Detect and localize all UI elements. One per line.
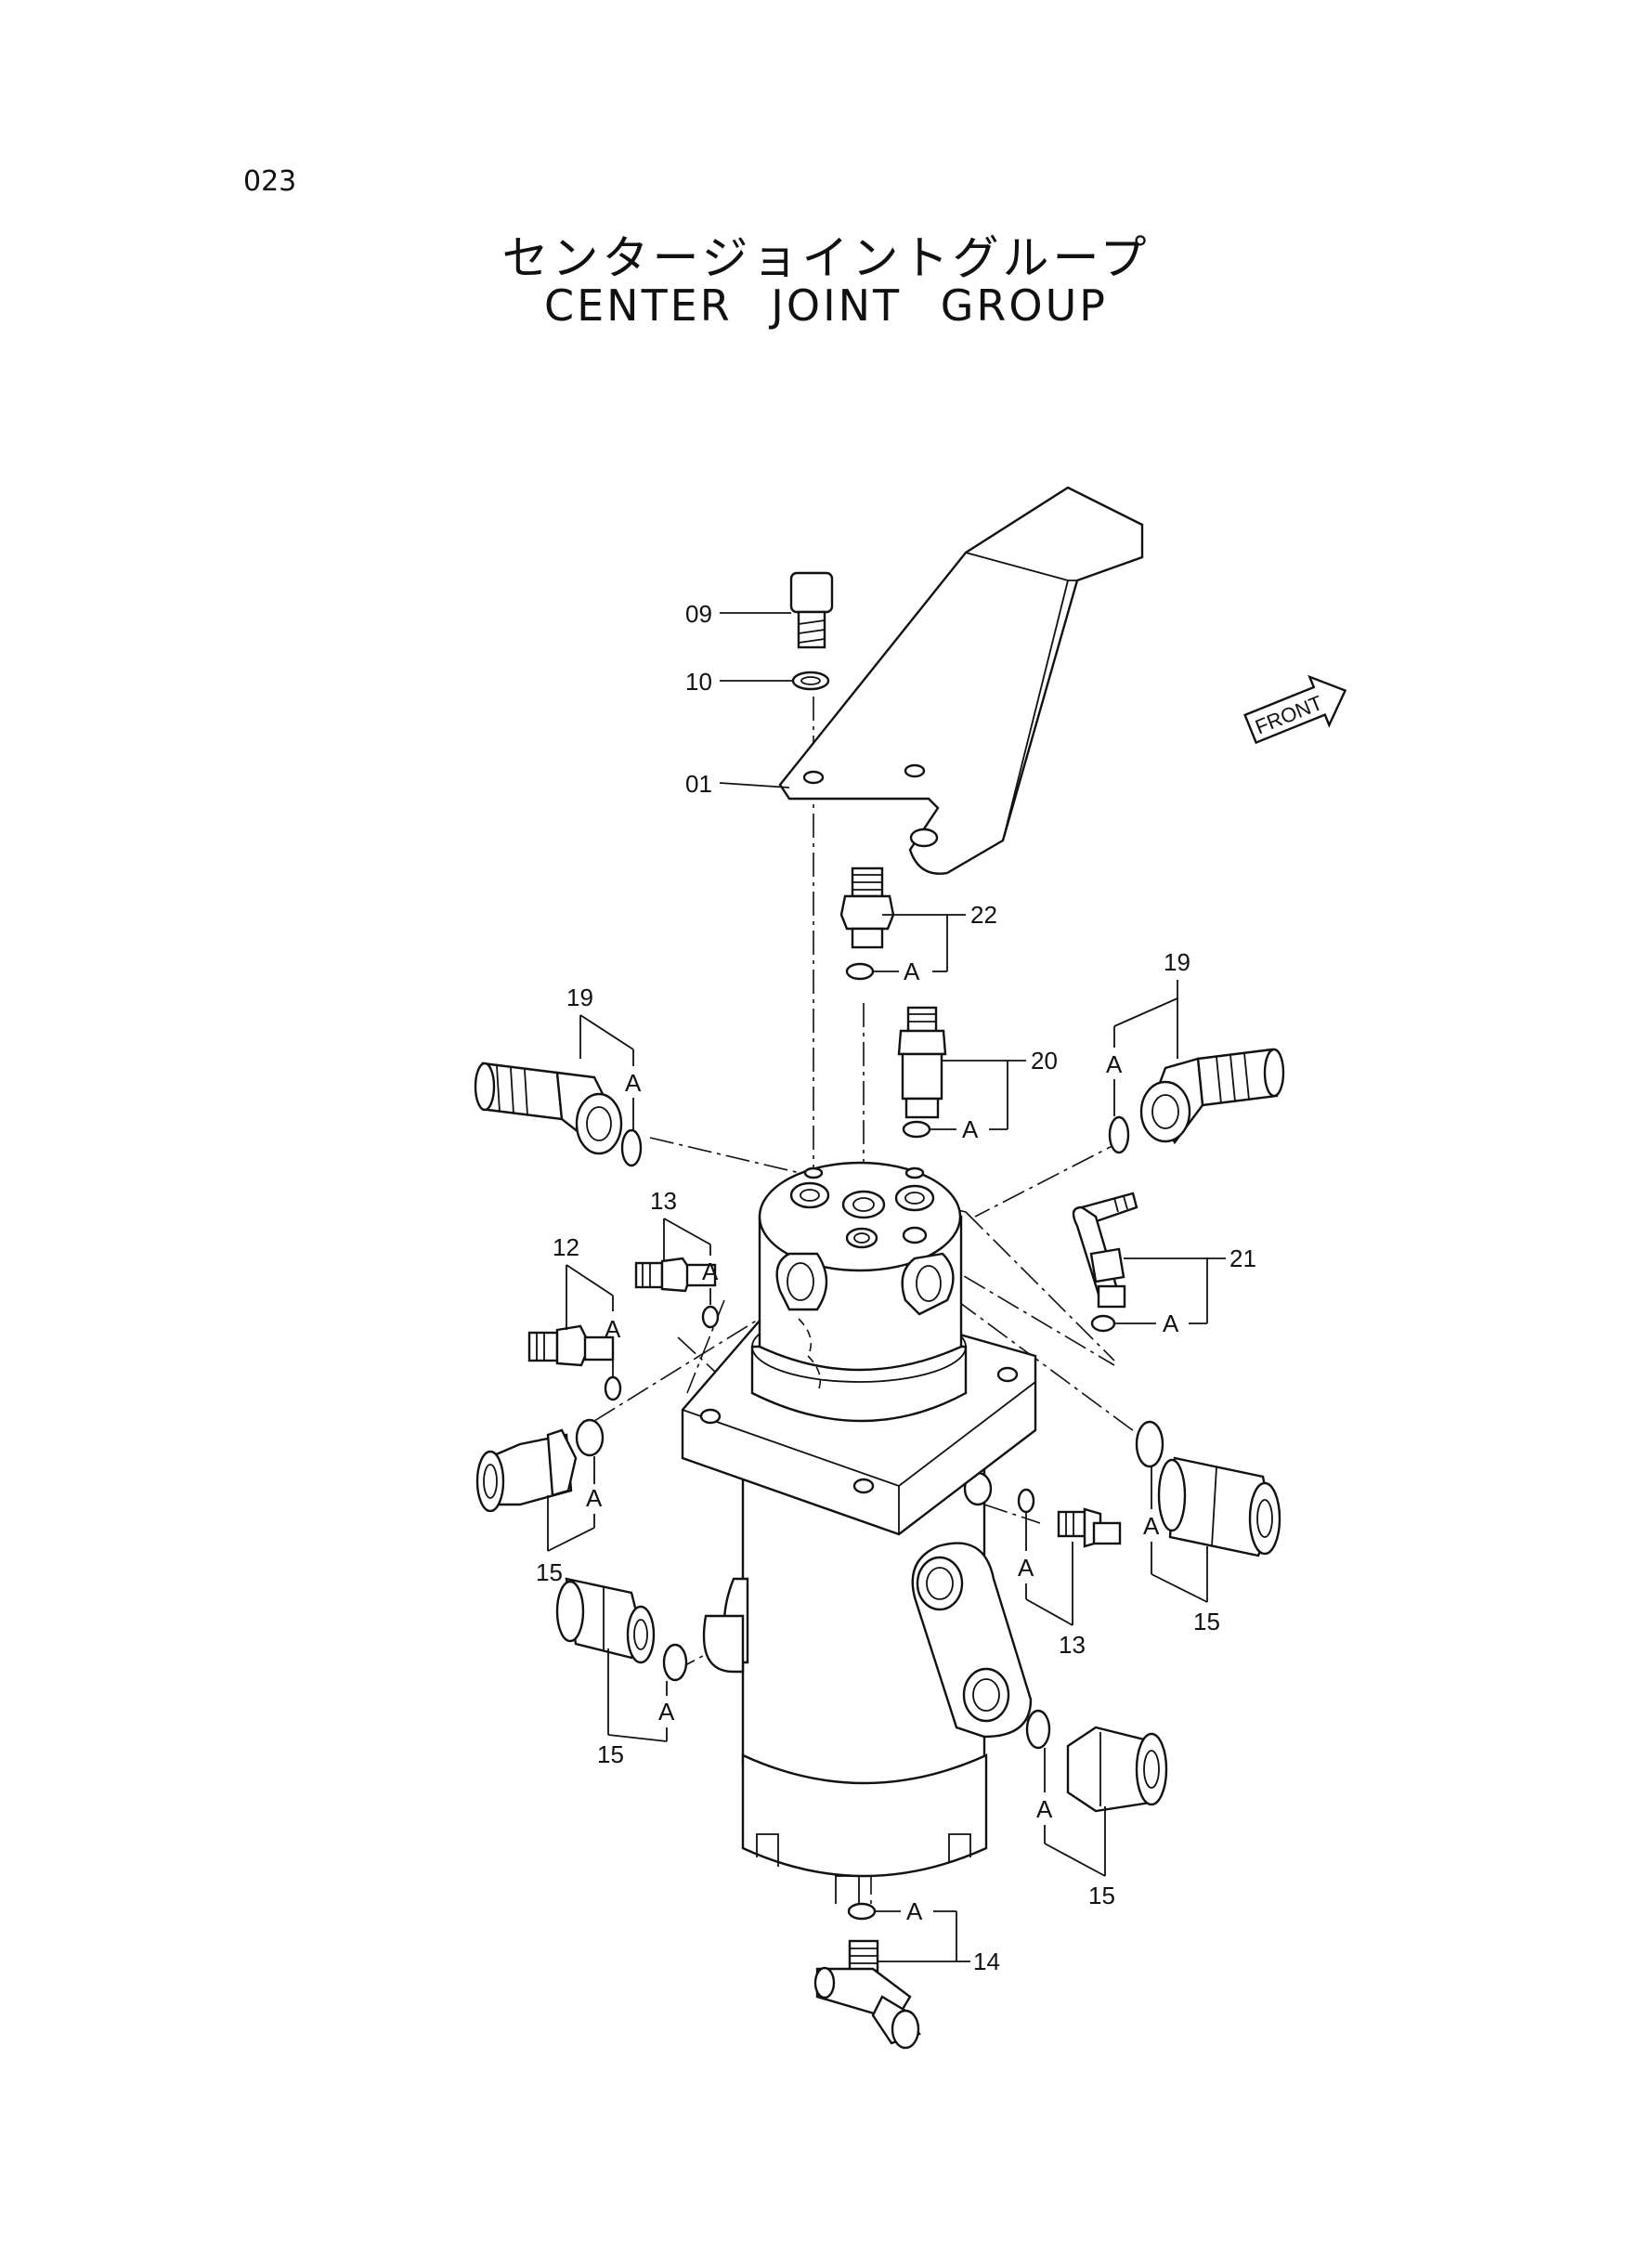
o-ring (604, 1375, 622, 1401)
callout-label: 10 (685, 668, 712, 696)
callout-label: 14 (973, 1948, 1000, 1975)
o-ring (575, 1418, 605, 1457)
seal-marker-a: A (1106, 1050, 1123, 1078)
bracket (778, 486, 1144, 875)
o-ring (902, 1120, 931, 1139)
elbow-fitting-right (1139, 1048, 1285, 1145)
callout-label: 20 (1031, 1047, 1058, 1075)
seal-marker-a: A (625, 1069, 642, 1097)
callout-label: 15 (1088, 1882, 1115, 1909)
connector-fitting (1057, 1507, 1122, 1548)
o-ring (847, 1902, 877, 1921)
callout-label: 15 (1193, 1608, 1220, 1635)
callout-label: 01 (685, 770, 712, 798)
elbow-fitting-left (474, 1062, 623, 1155)
check-valve (897, 1006, 947, 1119)
callout-label: 13 (650, 1187, 677, 1215)
straight-connector (1066, 1726, 1168, 1813)
adapter-fitting (839, 866, 895, 949)
callout-label: 15 (597, 1740, 624, 1768)
callout-label: 21 (1229, 1244, 1256, 1272)
o-ring (1017, 1488, 1035, 1514)
callout-labels: 09 10 01 22 19 20 19 13 21 12 15 15 13 1… (536, 600, 1256, 1975)
callout-label: 19 (1164, 948, 1190, 976)
page-number: 023 (243, 165, 297, 198)
o-ring (845, 962, 875, 981)
leader-lines (547, 612, 1226, 1962)
straight-connector (555, 1577, 656, 1664)
o-ring (1135, 1420, 1164, 1468)
seal-marker-a: A (1163, 1309, 1179, 1337)
connector-fitting (527, 1324, 615, 1367)
seal-marker-a: A (702, 1257, 719, 1285)
callout-label: 12 (553, 1233, 579, 1261)
o-ring (1108, 1115, 1130, 1154)
bolt (789, 571, 834, 649)
center-joint-body (681, 1161, 1037, 1909)
o-ring (662, 1643, 688, 1682)
o-ring (1025, 1709, 1051, 1750)
tee-fitting (813, 1939, 921, 2050)
callout-label: 22 (970, 901, 997, 929)
o-ring (620, 1128, 643, 1167)
seal-marker-a: A (1143, 1512, 1160, 1540)
seal-marker-a: A (962, 1115, 979, 1143)
front-direction-arrow: FRONT (1243, 674, 1347, 745)
spring-washer (791, 671, 830, 691)
o-ring (701, 1305, 720, 1329)
callout-label: 09 (685, 600, 712, 628)
seal-marker-a: A (605, 1315, 621, 1343)
connector-fitting (634, 1257, 717, 1293)
elbow-fitting-small (1072, 1192, 1138, 1309)
seal-marker-a: A (1018, 1554, 1034, 1582)
straight-connector (1157, 1456, 1281, 1557)
callout-label: 15 (536, 1558, 563, 1586)
seal-marker-a: A (906, 1897, 923, 1925)
o-ring (1090, 1314, 1116, 1333)
straight-connector (475, 1428, 578, 1513)
seal-markers: A A A A A A A A A A A A A (586, 958, 1179, 1925)
seal-marker-a: A (1036, 1795, 1053, 1823)
seal-marker-a: A (586, 1484, 603, 1512)
title-english: CENTER JOINT GROUP (543, 280, 1109, 331)
seal-marker-a: A (904, 958, 920, 985)
title-japanese: センタージョイントグループ (501, 231, 1151, 285)
callout-label: 19 (566, 984, 593, 1011)
callout-label: 13 (1059, 1631, 1086, 1659)
seal-marker-a: A (658, 1698, 675, 1726)
